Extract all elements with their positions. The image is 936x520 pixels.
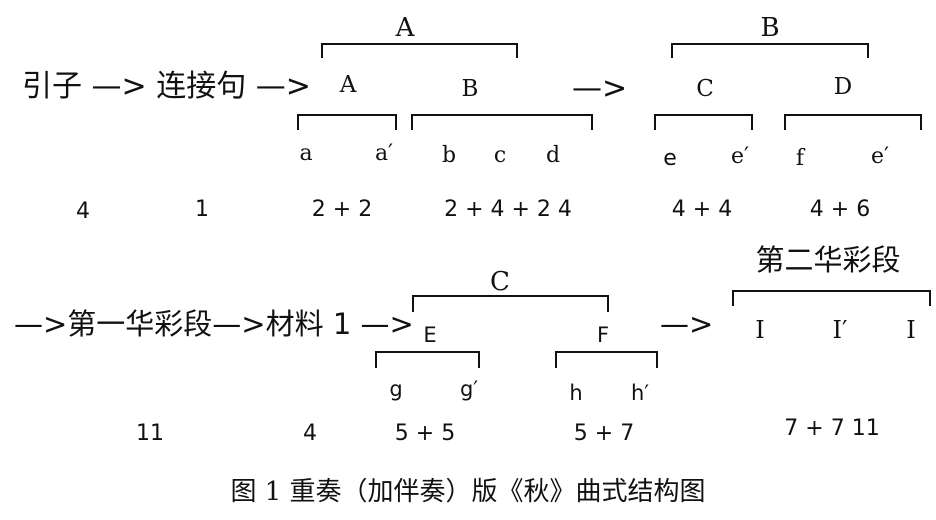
flow-intro-text: 引子 —> 连接句 —>	[22, 69, 311, 104]
bracket-sub-c	[654, 114, 753, 130]
label-sub-e: E	[423, 323, 436, 347]
letter-e-prime-1: e′	[731, 144, 749, 169]
label-sub-d: D	[834, 74, 852, 100]
letter-g: g	[389, 377, 402, 401]
count-b: 2 + 4 + 2 4	[444, 197, 572, 222]
bracket-sub-e	[375, 351, 480, 368]
count-material: 4	[303, 421, 317, 446]
bracket-sub-a	[297, 114, 397, 130]
label-top-c: C	[490, 267, 510, 297]
letter-i-2: I	[906, 316, 915, 344]
bracket-top-c	[412, 295, 609, 312]
bracket-top-a	[321, 43, 518, 58]
label-top-a: A	[395, 13, 416, 43]
section-title-second-cadenza: 第二华彩段	[755, 243, 900, 277]
label-top-b: B	[760, 13, 779, 43]
count-link: 1	[195, 197, 209, 222]
letter-e-prime-2: e′	[871, 144, 889, 169]
bracket-sub-d	[784, 114, 922, 130]
letter-f: f	[796, 146, 806, 171]
letter-a-prime: a′	[375, 141, 393, 166]
count-c: 4 + 4	[672, 197, 732, 222]
letter-b: b	[442, 143, 456, 168]
letter-g-prime: g′	[460, 377, 478, 401]
arrow-row1-mid: —>	[572, 71, 627, 106]
count-e: 5 + 5	[395, 421, 455, 446]
letter-c: c	[494, 143, 506, 168]
figure-caption: 图 1 重奏（加伴奏）版《秋》曲式结构图	[230, 477, 705, 507]
bracket-sub-b	[411, 114, 593, 130]
letter-d: d	[546, 143, 560, 168]
count-a: 2 + 2	[312, 197, 372, 222]
label-sub-b: B	[462, 76, 479, 102]
letter-h: h	[569, 381, 582, 405]
arrow-row2-mid: —>	[660, 307, 713, 341]
letter-a: a	[299, 141, 312, 166]
flow-row2-text: —>第一华彩段—>材料 1 —>	[14, 307, 414, 341]
bracket-sub-f	[555, 351, 658, 368]
bracket-top-b	[671, 43, 869, 58]
count-d: 4 + 6	[810, 197, 870, 222]
label-sub-c: C	[696, 76, 714, 102]
label-sub-a: A	[339, 72, 357, 98]
letter-e: e	[663, 146, 677, 171]
count-f: 5 + 7	[574, 421, 634, 446]
count-intro: 4	[76, 199, 90, 224]
letter-i-prime: I′	[833, 316, 848, 344]
letter-h-prime: h′	[631, 381, 649, 405]
count-first-cadenza: 11	[136, 421, 164, 446]
bracket-second-cadenza	[732, 290, 931, 306]
label-sub-f: F	[597, 323, 609, 347]
letter-i-1: I	[755, 316, 764, 344]
count-second-cadenza: 7 + 7 11	[784, 416, 879, 441]
